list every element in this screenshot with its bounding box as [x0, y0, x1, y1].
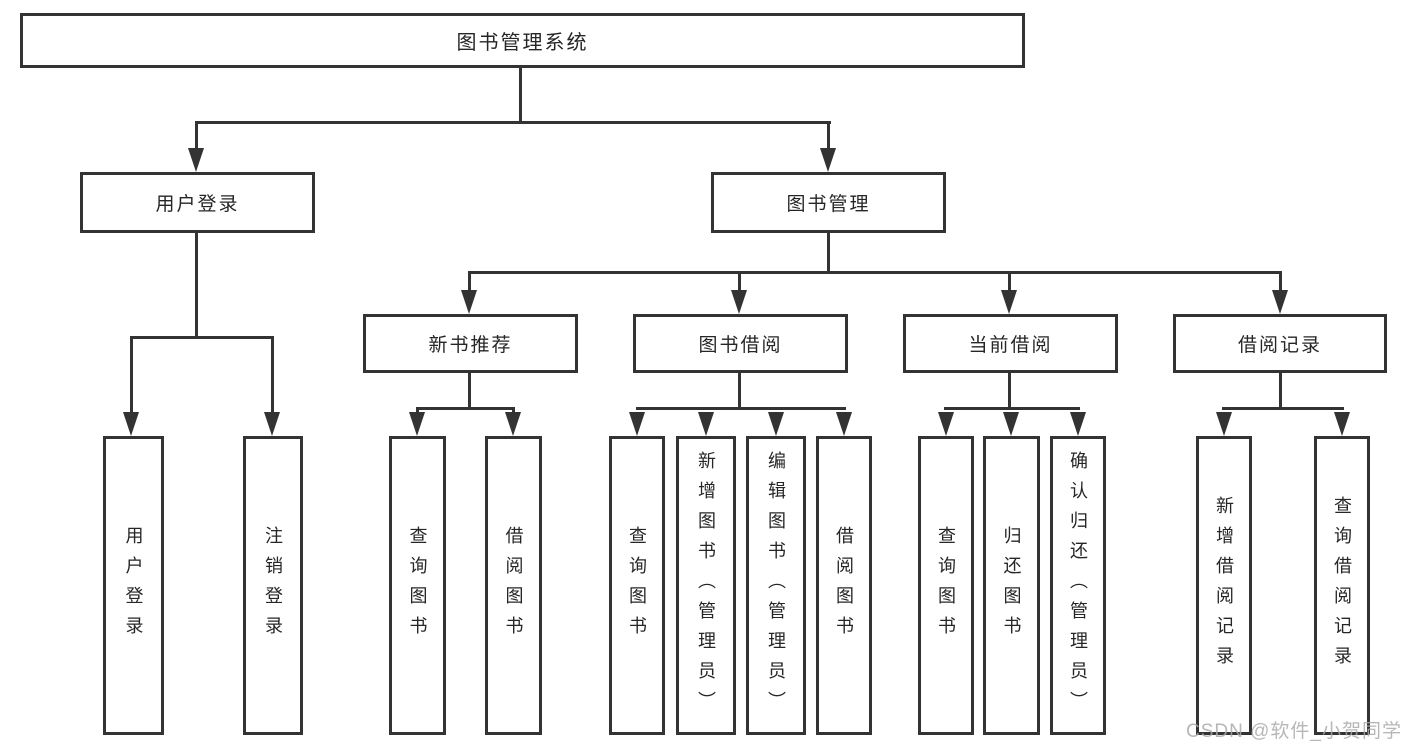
node-current-borrow: 当前借阅	[903, 314, 1118, 373]
arrow-down-icon	[264, 412, 280, 436]
node-user-login-label: 用户登录	[155, 194, 240, 215]
leaf-borrow-books-label: 借阅图书	[834, 525, 854, 646]
leaf-query-books-recommend-label: 查询图书	[407, 525, 428, 646]
connector-records-stub	[1279, 371, 1282, 410]
connector-level3-rail	[468, 271, 1282, 274]
leaf-add-borrow-record: 新增借阅记录	[1196, 436, 1252, 735]
connector-records-rail	[1222, 407, 1344, 410]
connector-new-books-rail	[416, 407, 515, 410]
connector-drop-borrow	[738, 271, 741, 294]
arrow-down-icon	[1001, 290, 1017, 314]
node-borrow-records-label: 借阅记录	[1237, 335, 1322, 356]
connector-root-stub	[519, 66, 522, 121]
leaf-user-login-label: 用户登录	[123, 525, 144, 646]
leaf-user-login: 用户登录	[103, 436, 164, 735]
node-root-library-system: 图书管理系统	[20, 13, 1025, 68]
leaf-borrow-books-recommend: 借阅图书	[485, 436, 542, 735]
arrow-down-icon	[768, 412, 784, 436]
node-current-borrow-label: 当前借阅	[968, 335, 1053, 356]
leaf-return-books-label: 归还图书	[1001, 525, 1022, 646]
connector-drop-login-leaf	[130, 336, 133, 416]
node-user-login: 用户登录	[80, 172, 315, 233]
leaf-add-books-admin-label: 新增图书（管理员）	[696, 450, 716, 721]
connector-drop-new-books	[468, 271, 471, 294]
csdn-watermark: CSDN @软件_小贺同学	[1186, 721, 1402, 742]
leaf-query-books-borrow-label: 查询图书	[627, 525, 647, 646]
leaf-confirm-return-admin-label: 确认归还（管理员）	[1068, 450, 1088, 721]
node-new-book-recommend: 新书推荐	[363, 314, 578, 373]
arrow-down-icon	[188, 148, 204, 172]
leaf-query-books-current: 查询图书	[918, 436, 974, 735]
connector-user-login-stub	[195, 231, 198, 336]
leaf-borrow-books: 借阅图书	[816, 436, 872, 735]
arrow-down-icon	[505, 412, 521, 436]
arrow-down-icon	[409, 412, 425, 436]
arrow-down-icon	[1070, 412, 1086, 436]
connector-borrow-rail	[636, 407, 846, 410]
node-book-management-label: 图书管理	[786, 194, 871, 215]
connector-drop-logout-leaf	[271, 336, 274, 416]
leaf-return-books: 归还图书	[983, 436, 1040, 735]
arrow-down-icon	[938, 412, 954, 436]
connector-drop-records	[1279, 271, 1282, 294]
node-root-label: 图书管理系统	[456, 32, 589, 54]
leaf-add-books-admin: 新增图书（管理员）	[676, 436, 736, 735]
leaf-query-borrow-record-label: 查询借阅记录	[1332, 495, 1352, 676]
arrow-down-icon	[1216, 412, 1232, 436]
arrow-down-icon	[123, 412, 139, 436]
arrow-down-icon	[1272, 290, 1288, 314]
node-book-management: 图书管理	[711, 172, 946, 233]
leaf-edit-books-admin-label: 编辑图书（管理员）	[766, 450, 786, 721]
connector-borrow-stub	[738, 371, 741, 410]
leaf-logout: 注销登录	[243, 436, 303, 735]
arrow-down-icon	[820, 148, 836, 172]
leaf-query-books-recommend: 查询图书	[389, 436, 446, 735]
connector-current-rail	[944, 407, 1080, 410]
leaf-add-borrow-record-label: 新增借阅记录	[1214, 495, 1234, 676]
connector-new-books-stub	[468, 371, 471, 410]
leaf-logout-label: 注销登录	[263, 525, 283, 646]
connector-level2-rail	[195, 121, 831, 124]
node-book-borrow-label: 图书借阅	[698, 335, 783, 356]
leaf-query-borrow-record: 查询借阅记录	[1314, 436, 1370, 735]
leaf-confirm-return-admin: 确认归还（管理员）	[1050, 436, 1106, 735]
arrow-down-icon	[461, 290, 477, 314]
node-borrow-records: 借阅记录	[1173, 314, 1387, 373]
connector-user-login-rail	[130, 336, 274, 339]
node-new-book-recommend-label: 新书推荐	[428, 335, 513, 356]
arrow-down-icon	[629, 412, 645, 436]
node-book-borrow: 图书借阅	[633, 314, 848, 373]
connector-drop-book-mgmt	[827, 121, 830, 152]
arrow-down-icon	[836, 412, 852, 436]
connector-drop-current	[1008, 271, 1011, 294]
leaf-edit-books-admin: 编辑图书（管理员）	[746, 436, 806, 735]
leaf-query-books-borrow: 查询图书	[609, 436, 665, 735]
connector-book-mgmt-stub	[827, 231, 830, 273]
connector-current-stub	[1008, 371, 1011, 410]
arrow-down-icon	[1334, 412, 1350, 436]
connector-drop-user-login	[195, 121, 198, 152]
arrow-down-icon	[698, 412, 714, 436]
arrow-down-icon	[1003, 412, 1019, 436]
leaf-borrow-books-recommend-label: 借阅图书	[503, 525, 524, 646]
leaf-query-books-current-label: 查询图书	[936, 525, 956, 646]
arrow-down-icon	[731, 290, 747, 314]
